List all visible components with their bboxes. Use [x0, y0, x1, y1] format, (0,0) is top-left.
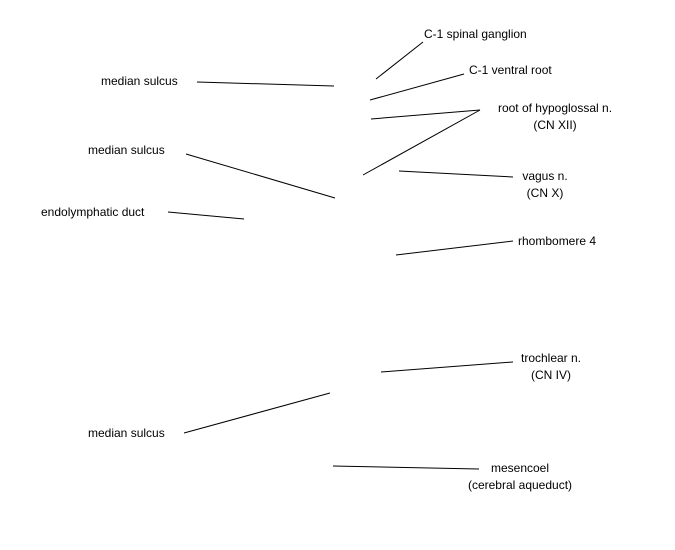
- label-vagus: vagus n. (CN X): [514, 168, 576, 202]
- label-trochlear-line1: trochlear n.: [520, 351, 582, 365]
- label-mesencoel: mesencoel (cerebral aqueduct): [455, 460, 585, 494]
- leader-trochlear: [380, 361, 514, 373]
- label-hypoglossal-root-line2: (CN XII): [533, 118, 577, 132]
- leader-median-sulcus-upper: [196, 81, 335, 87]
- leader-mesencoel: [332, 465, 480, 470]
- leader-hypoglossal-root-a: [370, 109, 481, 120]
- leader-hypoglossal-root-b: [362, 109, 481, 176]
- label-c1-spinal-ganglion: C-1 spinal ganglion: [424, 27, 527, 41]
- leader-endolymphatic-duct: [167, 211, 245, 220]
- label-trochlear: trochlear n. (CN IV): [513, 350, 589, 384]
- leader-rhombomere-4: [395, 240, 514, 256]
- label-median-sulcus-lower: median sulcus: [88, 426, 165, 440]
- label-endolymphatic-duct: endolymphatic duct: [41, 205, 145, 219]
- label-hypoglossal-root-line1: root of hypoglossal n.: [497, 101, 613, 115]
- leader-median-sulcus-middle: [185, 153, 336, 199]
- label-vagus-line2: (CN X): [526, 186, 564, 200]
- label-c1-ventral-root: C-1 ventral root: [469, 63, 552, 77]
- leader-c1-spinal-ganglion: [375, 41, 424, 80]
- leader-vagus: [398, 170, 514, 178]
- label-mesencoel-line2: (cerebral aqueduct): [467, 478, 573, 492]
- label-rhombomere-4: rhombomere 4: [518, 234, 597, 248]
- label-median-sulcus-middle: median sulcus: [88, 143, 165, 157]
- leader-c1-ventral-root: [369, 73, 465, 101]
- leader-median-sulcus-lower: [183, 392, 331, 434]
- label-mesencoel-line1: mesencoel: [490, 461, 550, 475]
- label-vagus-line1: vagus n.: [522, 169, 568, 183]
- label-hypoglossal-root: root of hypoglossal n. (CN XII): [485, 100, 625, 134]
- label-trochlear-line2: (CN IV): [531, 368, 571, 382]
- label-median-sulcus-upper: median sulcus: [101, 74, 178, 88]
